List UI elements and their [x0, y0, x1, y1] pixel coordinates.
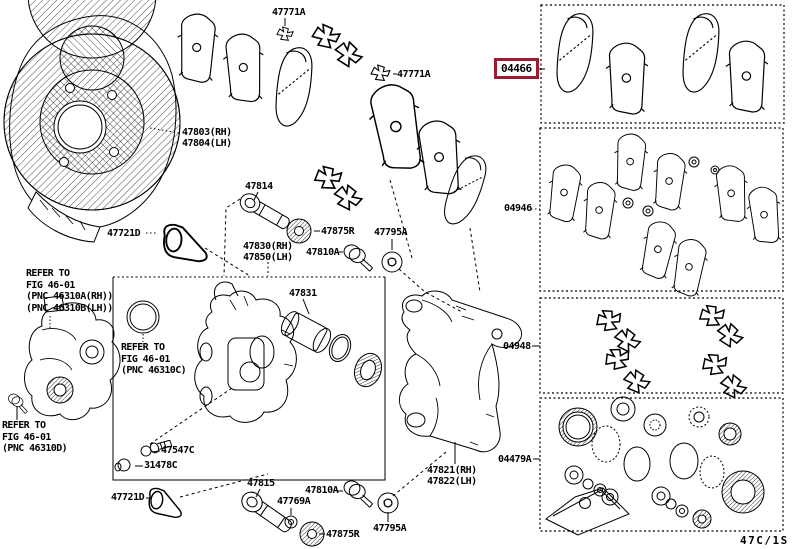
note-line: FIG 46-01 — [2, 431, 51, 443]
note-line: REFER TO — [121, 342, 165, 353]
caliper-assembly-box — [112, 276, 386, 481]
note-line: FIG 46-01 — [121, 353, 170, 365]
callout-47547c[interactable]: 47547C — [161, 445, 195, 456]
callout-04466-selected[interactable]: 04466 — [494, 58, 539, 79]
callout-47830-rh[interactable]: 47830(RH) — [243, 241, 293, 252]
callout-04948[interactable]: 04948 — [503, 341, 531, 352]
caliper-drawing — [194, 281, 297, 423]
callout-47850-lh[interactable]: 47850(LH) — [243, 252, 293, 263]
note-line: REFER TO — [26, 268, 70, 279]
kit-box-fittings — [539, 297, 784, 402]
bolt-lower-icon — [340, 478, 378, 509]
knuckle-bolt-icon — [5, 392, 32, 415]
callout-31478c[interactable]: 31478C — [144, 460, 178, 471]
slide-pin-upper-icon — [236, 189, 294, 234]
fitting-clips-drawing — [276, 22, 391, 214]
bushing-upper-icon — [286, 218, 312, 244]
callout-47804-lh[interactable]: 47804(LH) — [182, 138, 232, 149]
callout-47831[interactable]: 47831 — [289, 288, 317, 299]
note-line: FIG 46-01 — [26, 279, 75, 291]
callout-47814[interactable]: 47814 — [245, 181, 273, 192]
cylinder-ring-icon — [126, 300, 160, 334]
callout-04946[interactable]: 04946 — [504, 203, 532, 214]
hardware-drawing — [146, 189, 403, 547]
note-knuckle-lower: REFER TO FIG 46-01 (PNC 46310D) — [2, 420, 68, 455]
knuckle-drawing — [5, 295, 121, 421]
note-line: REFER TO — [2, 420, 46, 431]
dust-shield-drawing — [3, 0, 181, 243]
washer-lower-icon — [377, 492, 399, 514]
boot-lower-icon — [146, 486, 185, 519]
callout-47821-rh[interactable]: 47821(RH) — [427, 465, 477, 476]
leader-lines — [16, 18, 545, 535]
callout-47771a-top[interactable]: 47771A — [272, 7, 306, 18]
note-line: (PNC 46310D) — [2, 443, 68, 454]
note-line: (PNC 46310C) — [121, 365, 187, 376]
callout-47803-rh[interactable]: 47803(RH) — [182, 127, 232, 138]
callout-47810a-upper[interactable]: 47810A — [306, 247, 340, 258]
callout-47771a-mid[interactable]: 47771A — [397, 69, 431, 80]
grease-packet-icon — [545, 487, 630, 536]
callout-47822-lh[interactable]: 47822(LH) — [427, 476, 477, 487]
bracket-drawing — [399, 290, 522, 453]
callout-47795a-upper[interactable]: 47795A — [374, 227, 408, 238]
note-line: (PNC 46310A(RH)) — [26, 291, 113, 302]
callout-47810a-lower[interactable]: 47810A — [305, 485, 339, 496]
page-code: 47C/1S — [740, 534, 789, 547]
callout-47769a[interactable]: 47769A — [277, 496, 311, 507]
kit-box-pads — [540, 4, 785, 124]
kit-box-shims — [539, 127, 785, 299]
kit-box-seals — [539, 396, 784, 536]
callout-47721d-upper[interactable]: 47721D — [107, 228, 141, 239]
note-knuckle-upper: REFER TO FIG 46-01 (PNC 46310A(RH)) (PNC… — [26, 268, 113, 314]
gasket-icon — [284, 515, 298, 529]
callout-47795a-lower[interactable]: 47795A — [373, 523, 407, 534]
piston-drawing — [280, 311, 383, 388]
callout-47721d-lower[interactable]: 47721D — [111, 492, 145, 503]
bleeder-screw-drawing — [140, 439, 173, 457]
bleeder-cap-drawing — [114, 458, 131, 472]
note-line: (PNC 46310B(LH)) — [26, 302, 113, 314]
callout-04479a[interactable]: 04479A — [498, 454, 532, 465]
callout-47875r-lower[interactable]: 47875R — [326, 529, 360, 540]
note-cylinder-ring: REFER TO FIG 46-01 (PNC 46310C) — [121, 342, 187, 377]
boot-upper-icon — [160, 223, 211, 263]
callout-47815[interactable]: 47815 — [247, 478, 275, 489]
bolt-upper-icon — [340, 242, 378, 273]
brake-pads-drawing — [174, 12, 490, 229]
callout-47875r-upper[interactable]: 47875R — [321, 226, 355, 237]
